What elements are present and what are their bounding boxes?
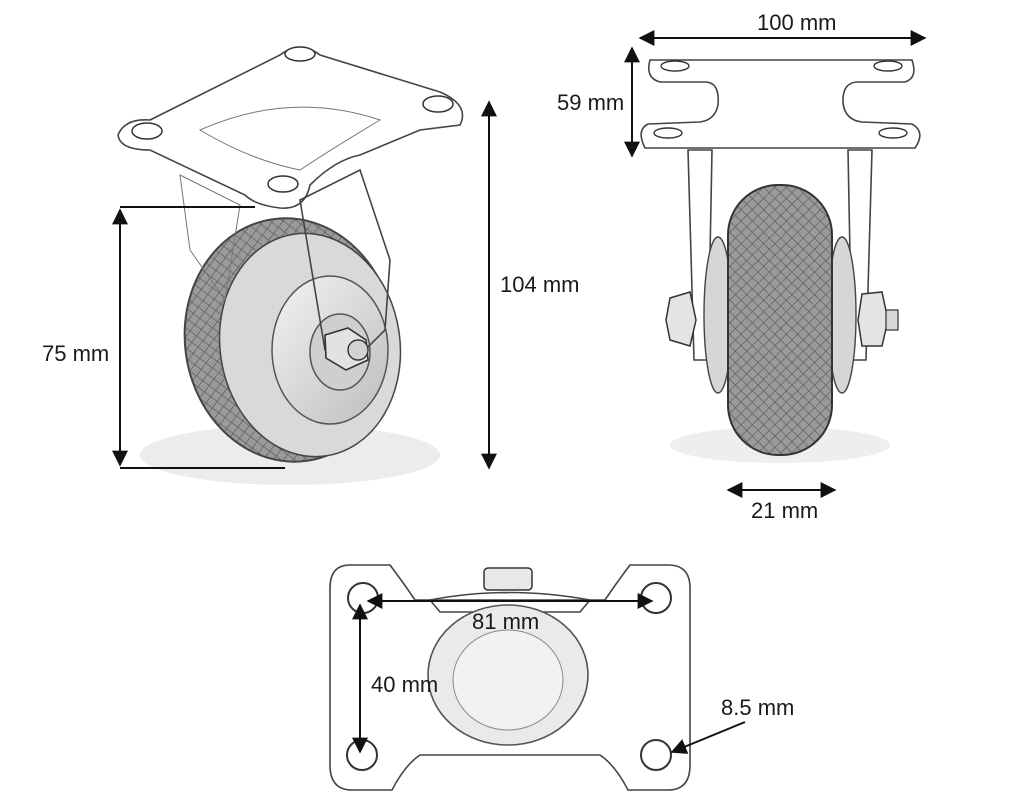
plate-hole-4: [267, 175, 299, 193]
axle-nut: [324, 327, 369, 371]
front-wheel-tread: [727, 184, 833, 456]
dimension-hole-spacing-x: 81 mm: [366, 593, 654, 634]
fork-leg: [299, 168, 391, 361]
hole-spacing-x-label: 81 mm: [472, 609, 539, 634]
front-view: 100 mm 59 mm 21 mm: [557, 10, 927, 523]
top-view-hole-top-right: [640, 582, 672, 614]
top-view-hole-bottom-left: [346, 739, 378, 771]
width-top-label: 100 mm: [757, 10, 836, 35]
plate-depth-label: 59 mm: [557, 90, 624, 115]
dimension-total-height: 104 mm: [481, 100, 579, 470]
front-plate-hole-4: [878, 127, 908, 139]
dimension-hole-spacing-y: 40 mm: [352, 603, 438, 754]
dimension-wheel-width: 21 mm: [726, 482, 837, 523]
dimension-wheel-diameter: 75 mm: [42, 206, 285, 469]
wheel-diameter-label: 75 mm: [42, 341, 109, 366]
front-mounting-plate: [640, 59, 921, 149]
top-view-bolt: [483, 567, 533, 591]
dimension-hole-diameter: 8.5 mm: [670, 695, 794, 754]
front-axle-nut-right: [857, 291, 899, 347]
plate-hole-3: [422, 95, 454, 113]
dimension-plate-depth: 59 mm: [557, 46, 640, 158]
mounting-plate: [117, 46, 464, 209]
front-plate-hole-3: [653, 127, 683, 139]
top-view-hole-top-left: [347, 582, 379, 614]
plate-hole-1: [131, 122, 163, 140]
plate-hole-2: [284, 46, 316, 62]
wheel-width-label: 21 mm: [751, 498, 818, 523]
front-plate-hole-1: [660, 60, 690, 72]
hole-diameter-label: 8.5 mm: [721, 695, 794, 720]
hole-spacing-y-label: 40 mm: [371, 672, 438, 697]
top-view-hole-bottom-right: [640, 739, 672, 771]
perspective-wheel: [183, 217, 402, 463]
total-height-label: 104 mm: [500, 272, 579, 297]
top-plate-view: 81 mm 40 mm 8.5 mm: [329, 564, 794, 791]
front-plate-hole-2: [873, 60, 903, 72]
perspective-view: 75 mm 104 mm: [42, 46, 579, 485]
front-axle-nut-left: [665, 291, 697, 347]
dimension-width-top: 100 mm: [638, 10, 927, 46]
